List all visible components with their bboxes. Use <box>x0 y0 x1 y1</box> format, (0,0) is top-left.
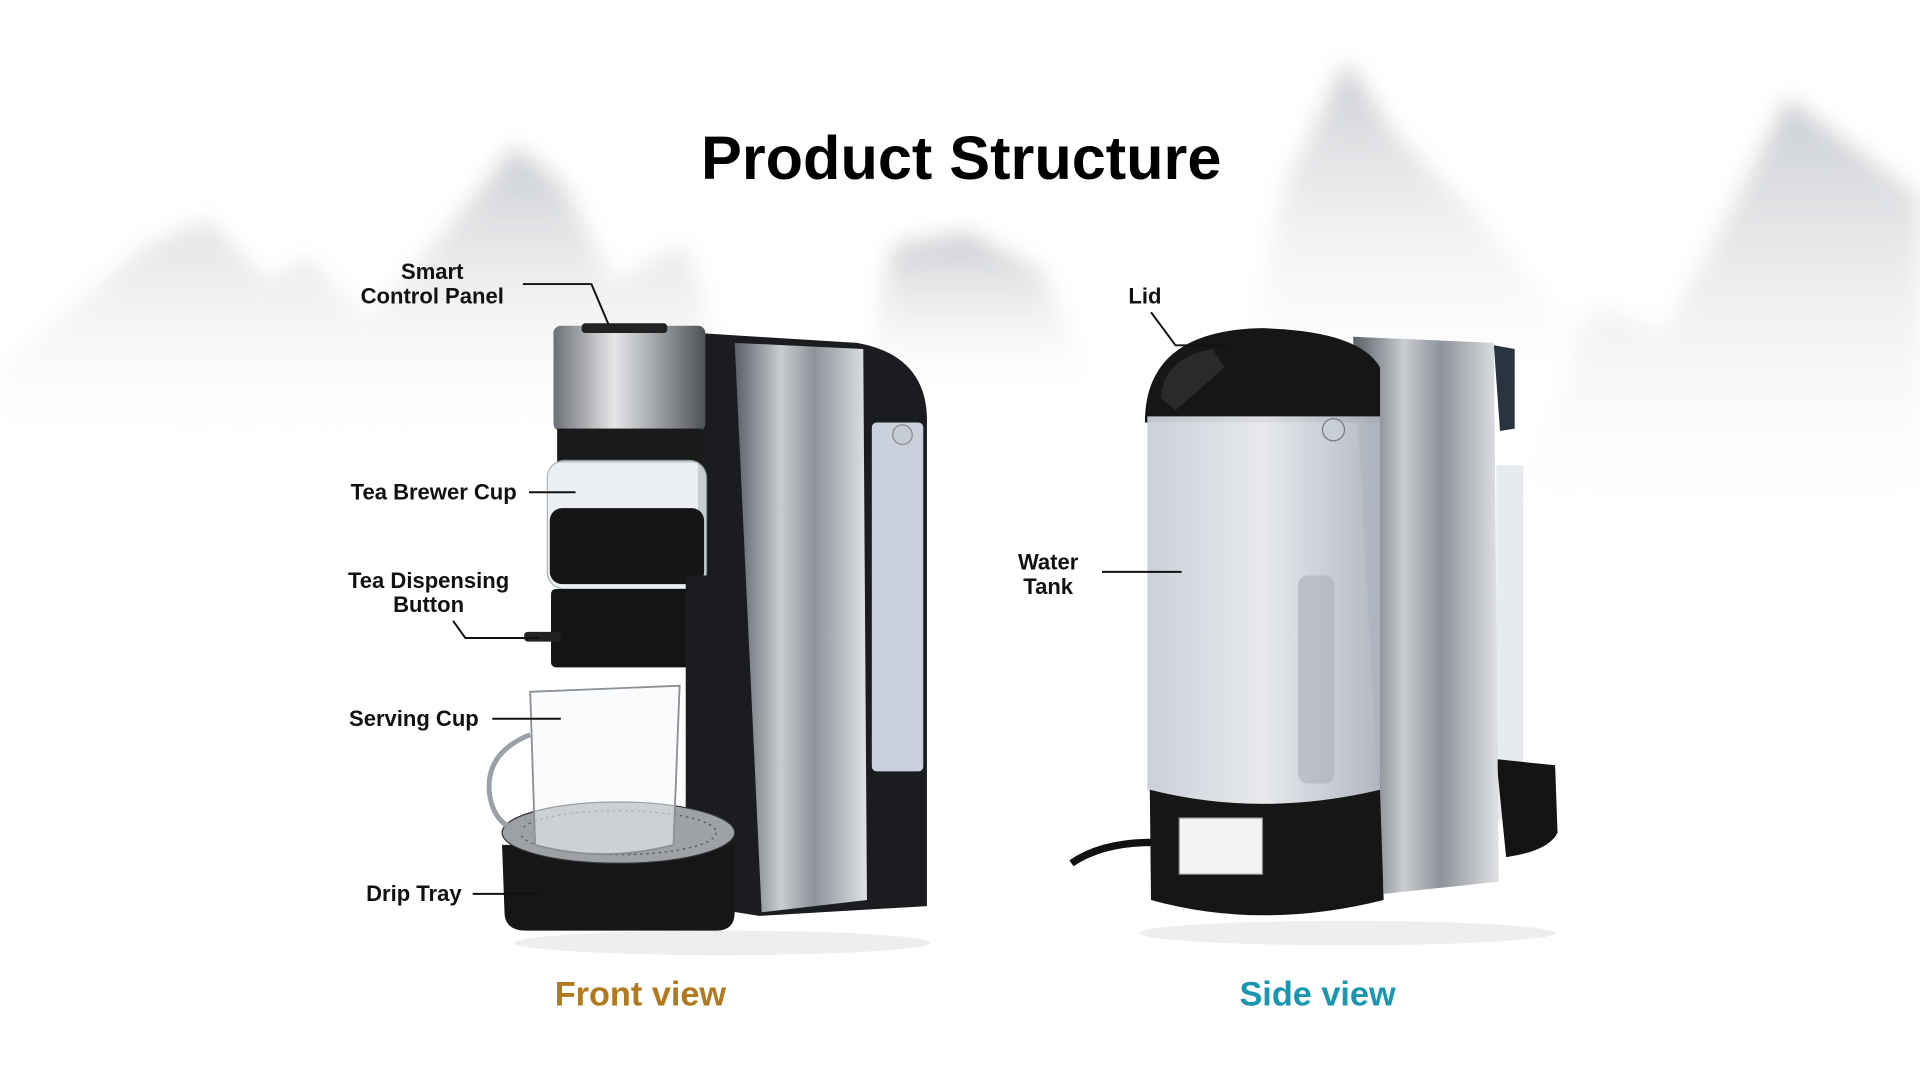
callout-tea-brewer-cup: Tea Brewer Cup <box>351 480 576 505</box>
front-view-caption: Front view <box>555 975 727 1013</box>
power-cord <box>1069 838 1152 867</box>
callout-lid: Lid <box>1128 284 1229 347</box>
svg-text:Tea Brewer Cup: Tea Brewer Cup <box>351 480 517 505</box>
svg-text:Serving Cup: Serving Cup <box>349 706 479 731</box>
callout-drip-tray: Drip Tray <box>366 881 539 906</box>
front-view-machine <box>486 323 931 956</box>
svg-text:Control Panel: Control Panel <box>361 284 504 309</box>
callout-smart-control-panel: Smart Control Panel <box>361 259 610 325</box>
svg-text:Button: Button <box>393 592 464 617</box>
callout-serving-cup: Serving Cup <box>349 706 561 731</box>
svg-text:Tea Dispensing: Tea Dispensing <box>348 568 509 593</box>
product-label-sticker <box>1178 817 1264 875</box>
side-view-caption: Side view <box>1239 975 1396 1013</box>
callout-tea-dispensing-button: Tea Dispensing Button <box>348 568 539 639</box>
svg-text:Tank: Tank <box>1023 574 1074 599</box>
page-title: Product Structure <box>701 124 1221 192</box>
mountain-background <box>0 61 1920 552</box>
svg-text:Drip Tray: Drip Tray <box>366 881 462 906</box>
svg-text:Water: Water <box>1018 549 1079 574</box>
svg-text:Lid: Lid <box>1128 284 1161 309</box>
callout-water-tank: Water Tank <box>1018 549 1182 599</box>
svg-text:Smart: Smart <box>401 259 464 284</box>
side-view-machine <box>1069 328 1558 946</box>
